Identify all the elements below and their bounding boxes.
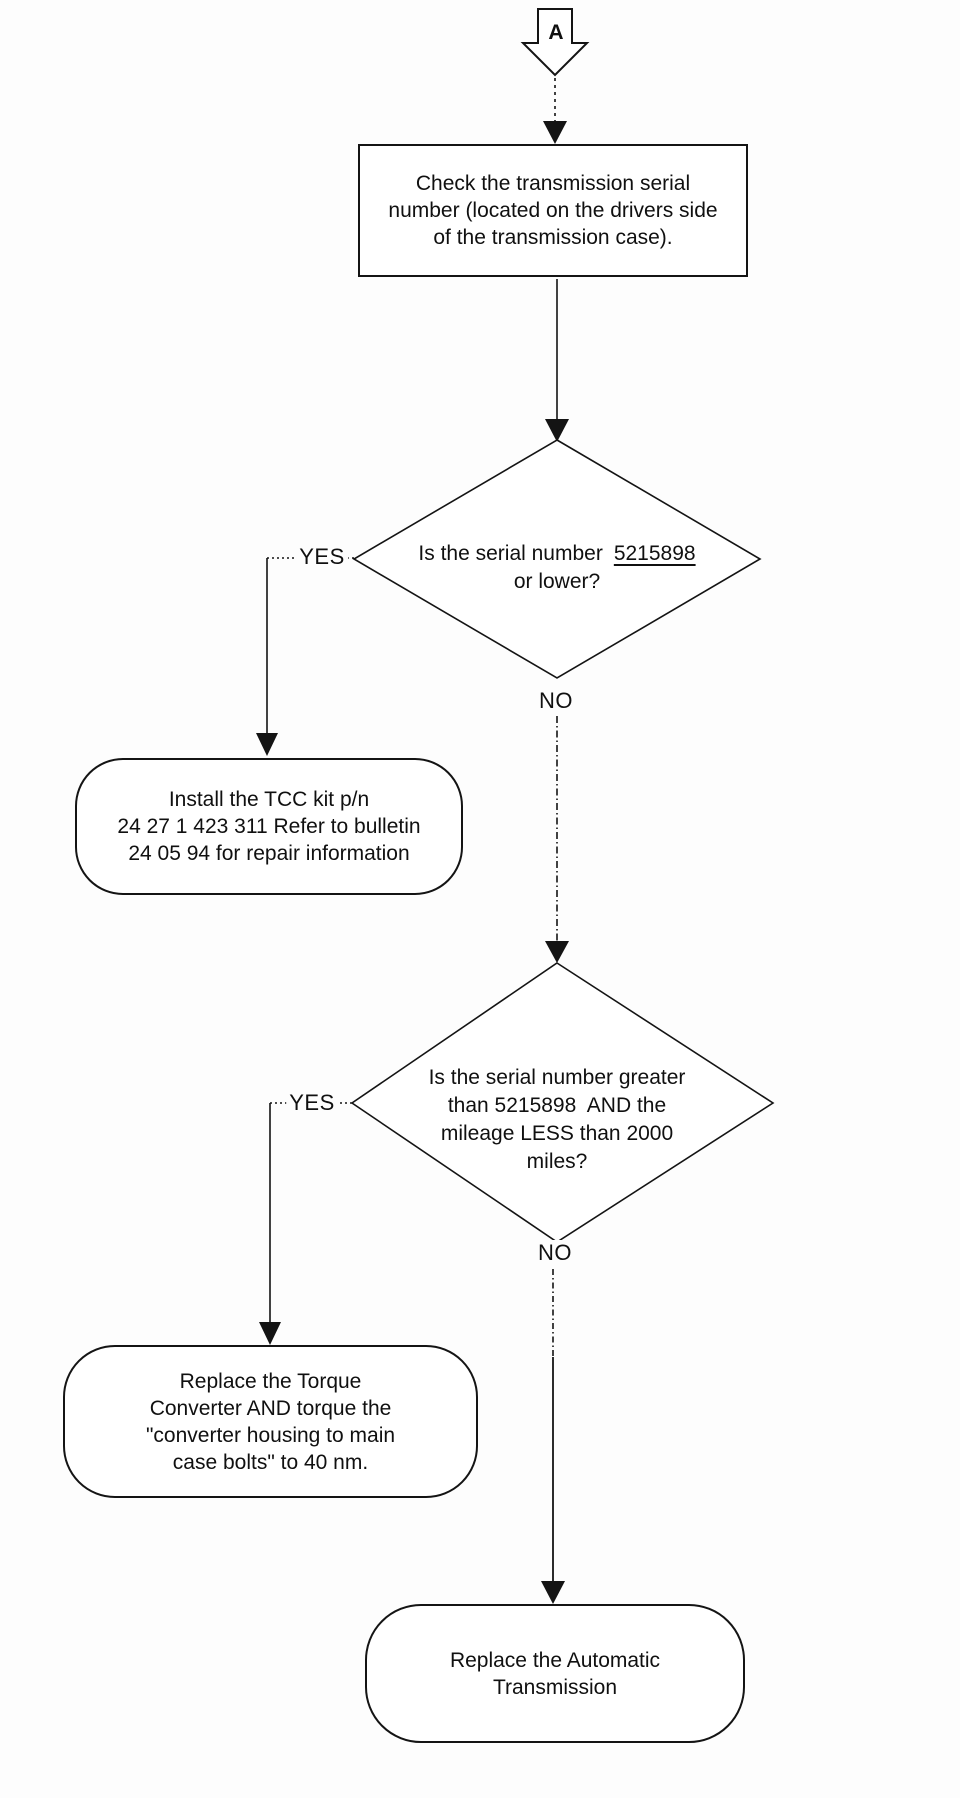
text-line: miles? bbox=[526, 1150, 588, 1173]
text-line: Is the serial number 5215898 bbox=[367, 540, 747, 568]
text-line: of the transmission case). bbox=[433, 226, 673, 249]
arrowhead-into-decision1 bbox=[545, 419, 569, 442]
process-check-serial: Check the transmission serial number (lo… bbox=[358, 144, 748, 277]
text-line: Check the transmission serial bbox=[415, 172, 691, 195]
decision-serial-diamond bbox=[352, 439, 762, 679]
terminal-install-tcc-kit: Install the TCC kit p/n 24 27 1 423 311 … bbox=[75, 758, 463, 895]
decision-mileage-text: Is the serial number greater than 521589… bbox=[357, 1064, 757, 1176]
text-line: Transmission bbox=[492, 1675, 618, 1699]
terminal-replace-torque-converter: Replace the Torque Converter AND torque … bbox=[63, 1345, 478, 1498]
decision-serial-text: Is the serial number 5215898 or lower? bbox=[367, 540, 747, 596]
text-line: 24 05 94 for repair information bbox=[128, 842, 410, 865]
serial-number-underlined: 5215898 bbox=[613, 542, 696, 565]
edge-label-no-2: NO bbox=[535, 1240, 575, 1266]
arrowhead-into-check bbox=[543, 121, 567, 144]
text-line: mileage LESS than 2000 bbox=[440, 1122, 674, 1145]
text-line: "converter housing to main bbox=[145, 1423, 396, 1447]
text-line: Converter AND torque the bbox=[149, 1396, 392, 1420]
offpage-connector-a-label: A bbox=[548, 21, 564, 44]
text-line: Is the serial number greater bbox=[428, 1066, 686, 1089]
edge-label-no-1: NO bbox=[536, 688, 576, 714]
text-line: Install the TCC kit p/n bbox=[168, 788, 370, 811]
text-line: number (located on the drivers side bbox=[388, 199, 718, 222]
text-line: case bolts" to 40 nm. bbox=[172, 1450, 369, 1474]
offpage-connector-a-shape bbox=[520, 8, 590, 77]
arrowhead-into-torque bbox=[259, 1322, 281, 1345]
text-line: or lower? bbox=[513, 570, 601, 593]
edge-label-yes-1: YES bbox=[296, 544, 348, 570]
arrowhead-into-install bbox=[256, 733, 278, 756]
decision-serial-prefix: Is the serial number bbox=[418, 542, 603, 565]
text-line: than 5215898 AND the bbox=[447, 1094, 667, 1117]
edge-label-yes-2: YES bbox=[286, 1090, 338, 1116]
text-line: Replace the Torque bbox=[179, 1369, 362, 1393]
text-line: 24 27 1 423 311 Refer to bulletin bbox=[117, 815, 421, 838]
terminal-replace-transmission: Replace the Automatic Transmission bbox=[365, 1604, 745, 1743]
arrowhead-into-decision2 bbox=[545, 941, 569, 963]
text-line: Replace the Automatic bbox=[449, 1648, 661, 1672]
arrowhead-into-replace bbox=[541, 1581, 565, 1604]
